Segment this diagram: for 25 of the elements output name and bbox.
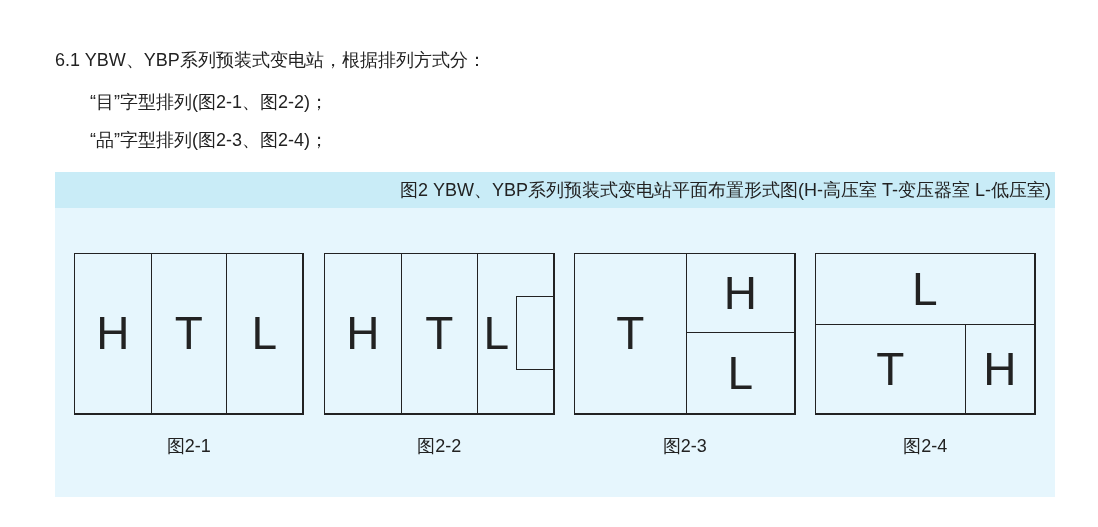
room-letter: H xyxy=(983,345,1017,392)
room-letter: T xyxy=(425,310,454,357)
room-letter: T xyxy=(174,310,203,357)
room-letter: L xyxy=(251,310,278,357)
room-letter: H xyxy=(346,310,380,357)
room-letter: T xyxy=(616,310,645,357)
figure-caption: 图2-2 xyxy=(416,435,463,458)
room-letter: L xyxy=(727,349,754,396)
list-item: “目”字型排列(图2-1、图2-2)； xyxy=(90,91,328,114)
figure-caption: 图2-1 xyxy=(165,435,212,458)
room-letter: T xyxy=(876,345,905,392)
room-area xyxy=(685,331,795,414)
small-compartment xyxy=(516,296,554,370)
room-area xyxy=(225,252,303,414)
figure-caption: 图2-3 xyxy=(661,435,708,458)
room-letter: L xyxy=(483,310,510,357)
room-letter: L xyxy=(911,265,938,312)
room-area xyxy=(476,252,554,414)
figure-title: 图2 YBW、YBP系列预装式变电站平面布置形式图(H-高压室 T-变压器室 L-低压室) xyxy=(400,179,1051,202)
section-heading: 6.1 YBW、YBP系列预装式变电站，根据排列方式分： xyxy=(55,49,486,72)
room-letter: H xyxy=(723,269,757,316)
list-item: “品”字型排列(图2-3、图2-4)； xyxy=(90,129,328,152)
figure-caption: 图2-4 xyxy=(902,435,949,458)
room-area xyxy=(964,323,1035,414)
room-letter: H xyxy=(96,310,130,357)
